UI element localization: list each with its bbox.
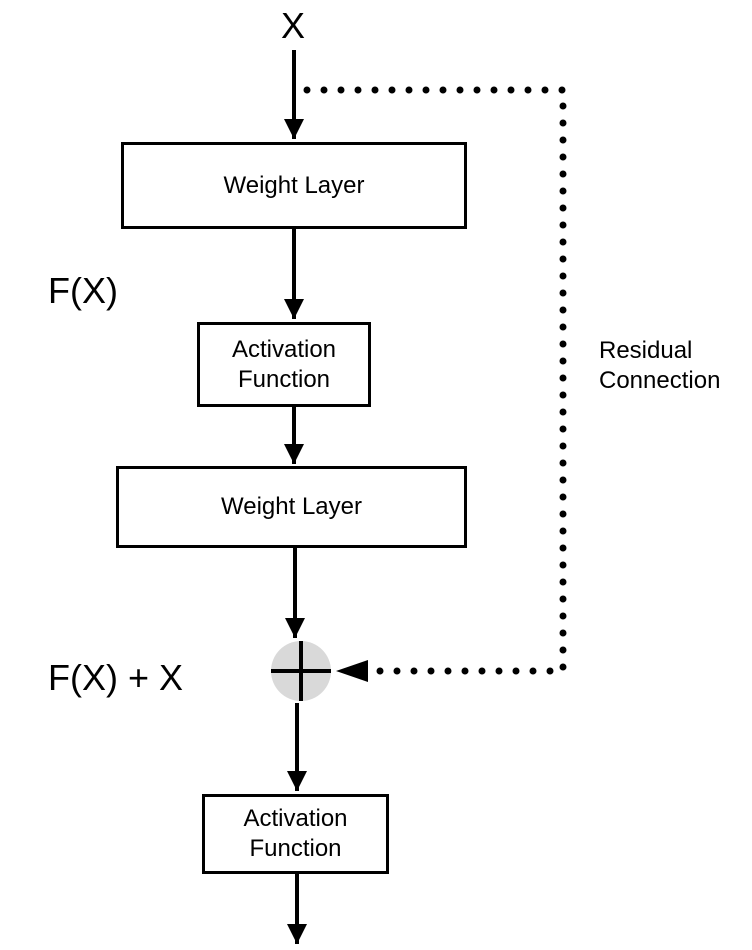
adder-node	[271, 641, 331, 701]
activation-function-1: Activation Function	[197, 322, 371, 407]
residual-connection-label-line-1: Residual	[599, 337, 693, 364]
residual-connection-arrowhead	[336, 660, 368, 682]
activation-function-1-line-1: Activation	[231, 335, 337, 363]
residual-connection-label: Residual Connection	[599, 336, 720, 396]
weight-layer-1: Weight Layer	[121, 142, 467, 229]
activation-function-2-line-2: Function	[249, 835, 342, 862]
activation-function-1-line-2: Function	[237, 365, 331, 393]
residual-connection-label-line-2: Connection	[599, 367, 721, 394]
residual-function-label: F(X)	[48, 270, 118, 311]
sum-label: F(X) + X	[48, 657, 184, 698]
residual-connection-path	[303, 86, 567, 675]
weight-layer-2-label: Weight Layer	[221, 493, 362, 520]
activation-function-2: Activation Function	[202, 794, 389, 874]
activation-function-2-line-1: Activation	[243, 805, 348, 832]
input-label: X	[281, 5, 306, 46]
weight-layer-2: Weight Layer	[116, 466, 467, 548]
weight-layer-1-label: Weight Layer	[223, 171, 365, 199]
